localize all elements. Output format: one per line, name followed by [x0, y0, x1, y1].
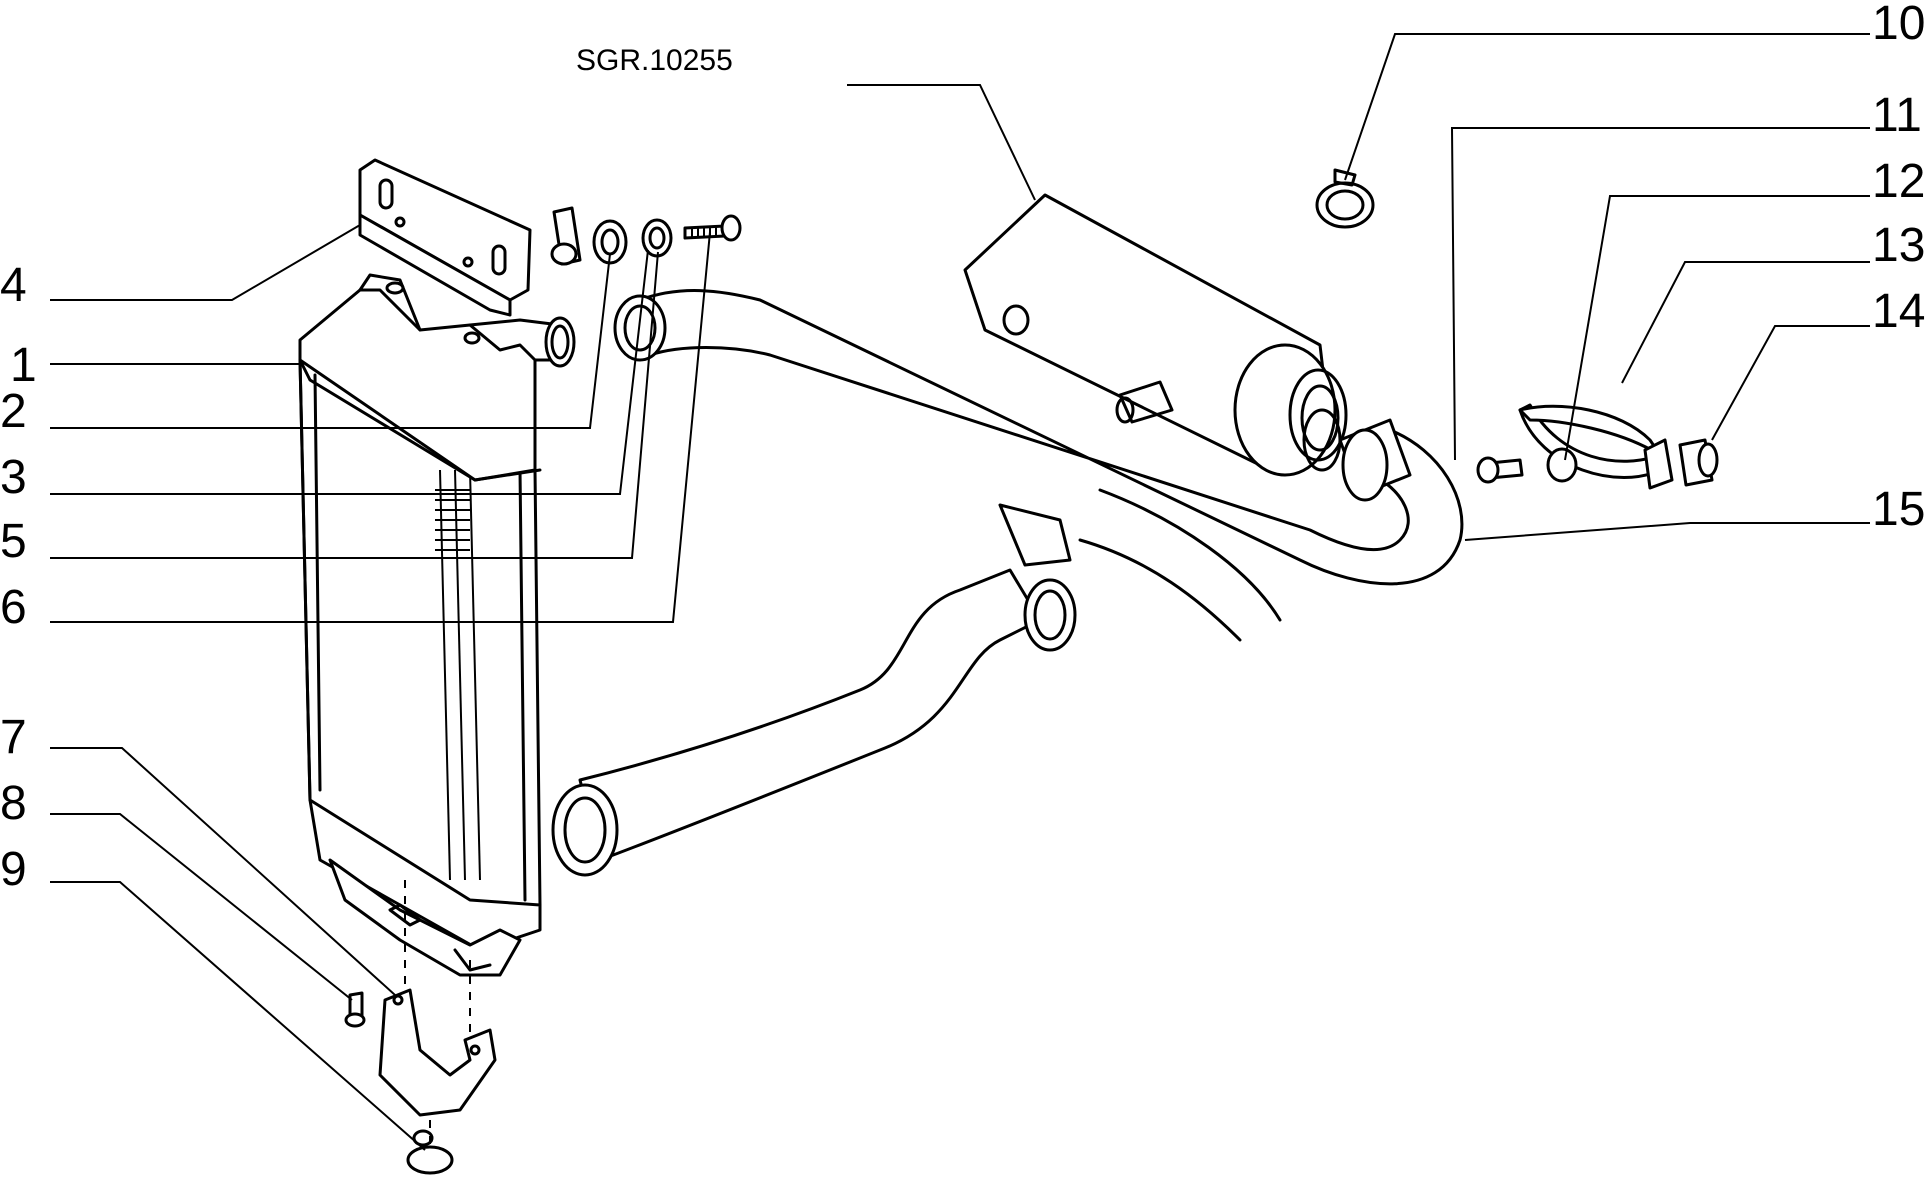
callout-9: 9	[0, 843, 27, 896]
muffler	[963, 193, 1348, 477]
intake-hose	[613, 289, 1464, 586]
callout-13: 13	[1872, 219, 1926, 272]
callout-8: 8	[0, 777, 27, 830]
callout-15: 15	[1872, 483, 1926, 536]
callout-7: 7	[0, 711, 27, 764]
callout-1: 1	[10, 339, 37, 392]
callout-12: 12	[1872, 155, 1926, 208]
grommet-part-2	[550, 206, 582, 266]
callout-3: 3	[0, 451, 27, 504]
callout-14: 14	[1872, 285, 1926, 338]
callout-4: 4	[0, 259, 27, 312]
hose-clamp	[1315, 168, 1375, 229]
lower-bracket	[344, 880, 497, 1175]
callout-5: 5	[0, 515, 27, 568]
callout-11: 11	[1872, 89, 1922, 142]
callout-10: 10	[1872, 0, 1926, 50]
washer-part-3	[592, 219, 628, 265]
callout-6: 6	[0, 581, 27, 634]
drawing-reference: SGR.10255	[576, 44, 733, 77]
callout-2: 2	[0, 385, 27, 438]
strap-clip	[1476, 403, 1719, 490]
leader-lines	[50, 33, 1870, 1151]
screw-part-6	[683, 214, 742, 242]
lower-pipe	[551, 488, 1282, 877]
top-bracket	[358, 158, 532, 317]
intercooler-radiator	[298, 273, 576, 977]
